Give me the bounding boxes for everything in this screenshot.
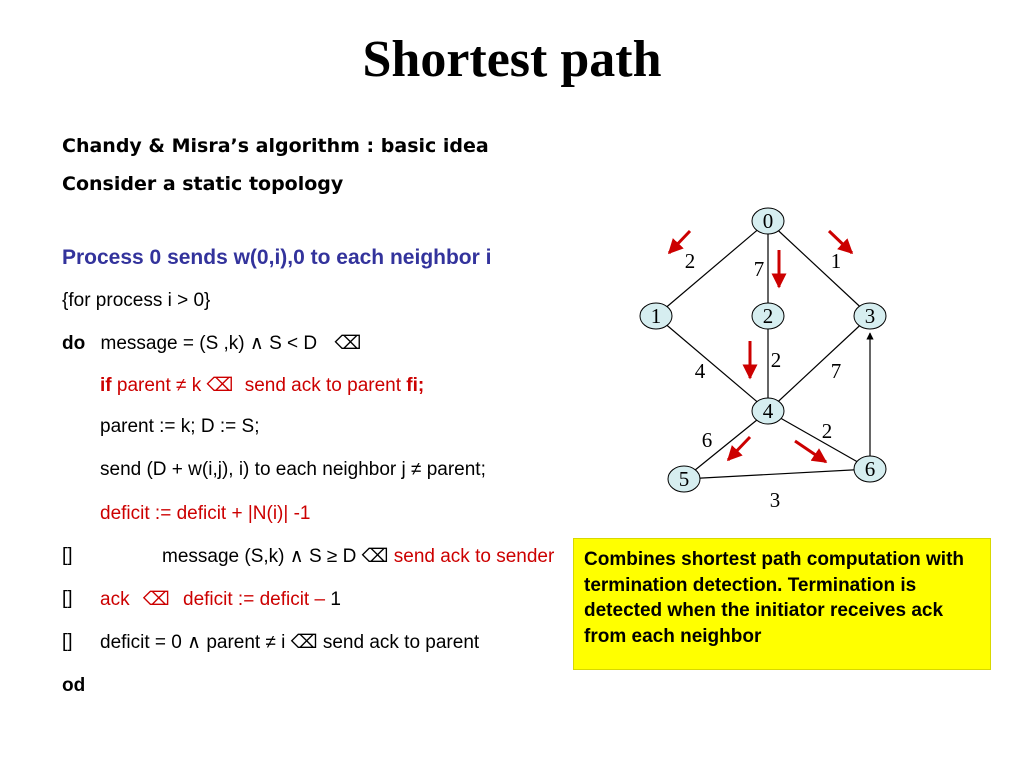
- code-line-6: deficit := deficit + |N(i)| -1: [100, 503, 311, 524]
- message-arrow-icon: [667, 229, 692, 255]
- send-arrow-icon: ⌫: [334, 333, 362, 354]
- edge-weight-1-4: 4: [695, 359, 706, 383]
- edge-5-6: [683, 468, 871, 480]
- node-label: 5: [679, 467, 690, 491]
- graph-node-1: 1: [639, 302, 673, 330]
- edge-1-4: [655, 315, 769, 412]
- edge-3-4: [767, 315, 871, 412]
- code-line-8: [] ack ⌫ deficit := deficit – 1: [62, 588, 341, 610]
- if-keyword: if: [100, 375, 112, 396]
- graph-node-2: 2: [751, 302, 785, 330]
- message-arrow-icon: [726, 435, 752, 462]
- edge-weight-0-3: 1: [831, 249, 842, 273]
- send-arrow-icon: ⌫: [206, 375, 234, 396]
- node-label: 3: [865, 304, 876, 328]
- code-line-2: do message = (S ,k) ∧ S < D ⌫: [62, 332, 361, 355]
- code-line-9: [] deficit = 0 ∧ parent ≠ i ⌫ send ack t…: [62, 631, 479, 653]
- code-line-7-text: message (S,k) ∧ S ≥ D: [162, 546, 357, 567]
- slide-title: Shortest path: [362, 31, 662, 88]
- code-line-8-body: ack ⌫ deficit := deficit – 1: [100, 588, 341, 611]
- code-line-3: if parent ≠ k ⌫ send ack to parent fi;: [100, 374, 424, 397]
- code-line-1: {for process i > 0}: [62, 290, 211, 311]
- code-line-7: [] message (S,k) ∧ S ≥ D ⌫ send ack to s…: [62, 545, 554, 567]
- node-label: 0: [763, 209, 774, 233]
- fi-keyword: fi;: [406, 375, 425, 396]
- message-arrow-icon: [827, 229, 854, 255]
- od-keyword: od: [62, 675, 86, 696]
- termination-note: Combines shortest path computation with …: [573, 538, 991, 670]
- code-line-5: send (D + w(i,j), i) to each neighbor j …: [100, 459, 486, 480]
- code-line-7-red: send ack to sender: [393, 546, 555, 567]
- process-zero-line: Process 0 sends w(0,i),0 to each neighbo…: [62, 246, 492, 269]
- subtitle-algorithm: Chandy & Misra’s algorithm : basic idea: [62, 135, 489, 157]
- send-arrow-icon: ⌫: [361, 546, 389, 567]
- graph-node-0: 0: [751, 207, 785, 235]
- bracket: []: [62, 588, 73, 609]
- edge-weight-5-6: 3: [770, 488, 781, 512]
- edge-weight-0-2: 7: [754, 257, 765, 281]
- graph-node-4: 4: [751, 397, 785, 425]
- code-line-8-red1: ack: [100, 589, 130, 610]
- edge-weight-2-4: 2: [771, 348, 782, 372]
- edge-0-1: [655, 220, 769, 317]
- graph-node-6: 6: [853, 455, 887, 483]
- node-label: 6: [865, 457, 876, 481]
- code-line-7-body: message (S,k) ∧ S ≥ D ⌫ send ack to send…: [162, 545, 554, 568]
- bracket: []: [62, 545, 73, 566]
- code-line-9-body: deficit = 0 ∧ parent ≠ i ⌫ send ack to p…: [100, 631, 479, 654]
- send-arrow-icon: ⌫: [142, 589, 170, 610]
- edge-0-3: [767, 220, 871, 317]
- code-line-9-text2: send ack to parent: [322, 632, 480, 653]
- graph-node-3: 3: [853, 302, 887, 330]
- code-line-4: parent := k; D := S;: [100, 416, 260, 437]
- send-arrow-icon: ⌫: [290, 632, 318, 653]
- bracket: []: [62, 631, 73, 652]
- node-label: 2: [763, 304, 774, 328]
- do-keyword: do: [62, 333, 86, 354]
- node-label: 4: [763, 399, 774, 423]
- code-line-9-text: deficit = 0 ∧ parent ≠ i: [100, 632, 286, 653]
- edge-weight-3-4: 7: [831, 359, 842, 383]
- edge-4-6: [767, 410, 871, 470]
- code-line-3-text: parent ≠ k: [116, 375, 202, 396]
- edge-weight-4-5: 6: [702, 428, 713, 452]
- edge-weight-0-1: 2: [685, 249, 696, 273]
- edge-weight-4-6: 2: [822, 419, 833, 443]
- graph-node-5: 5: [667, 465, 701, 493]
- code-line-8-red2: deficit := deficit –: [183, 589, 326, 610]
- message-arrow-icon: [794, 439, 828, 464]
- node-label: 1: [651, 304, 662, 328]
- subtitle-topology: Consider a static topology: [62, 173, 344, 195]
- code-line-3-text2: send ack to parent: [244, 375, 402, 396]
- edge-4-5: [683, 410, 769, 480]
- code-line-8-num: 1: [330, 589, 341, 610]
- code-line-2-text: message = (S ,k) ∧ S < D: [100, 333, 318, 354]
